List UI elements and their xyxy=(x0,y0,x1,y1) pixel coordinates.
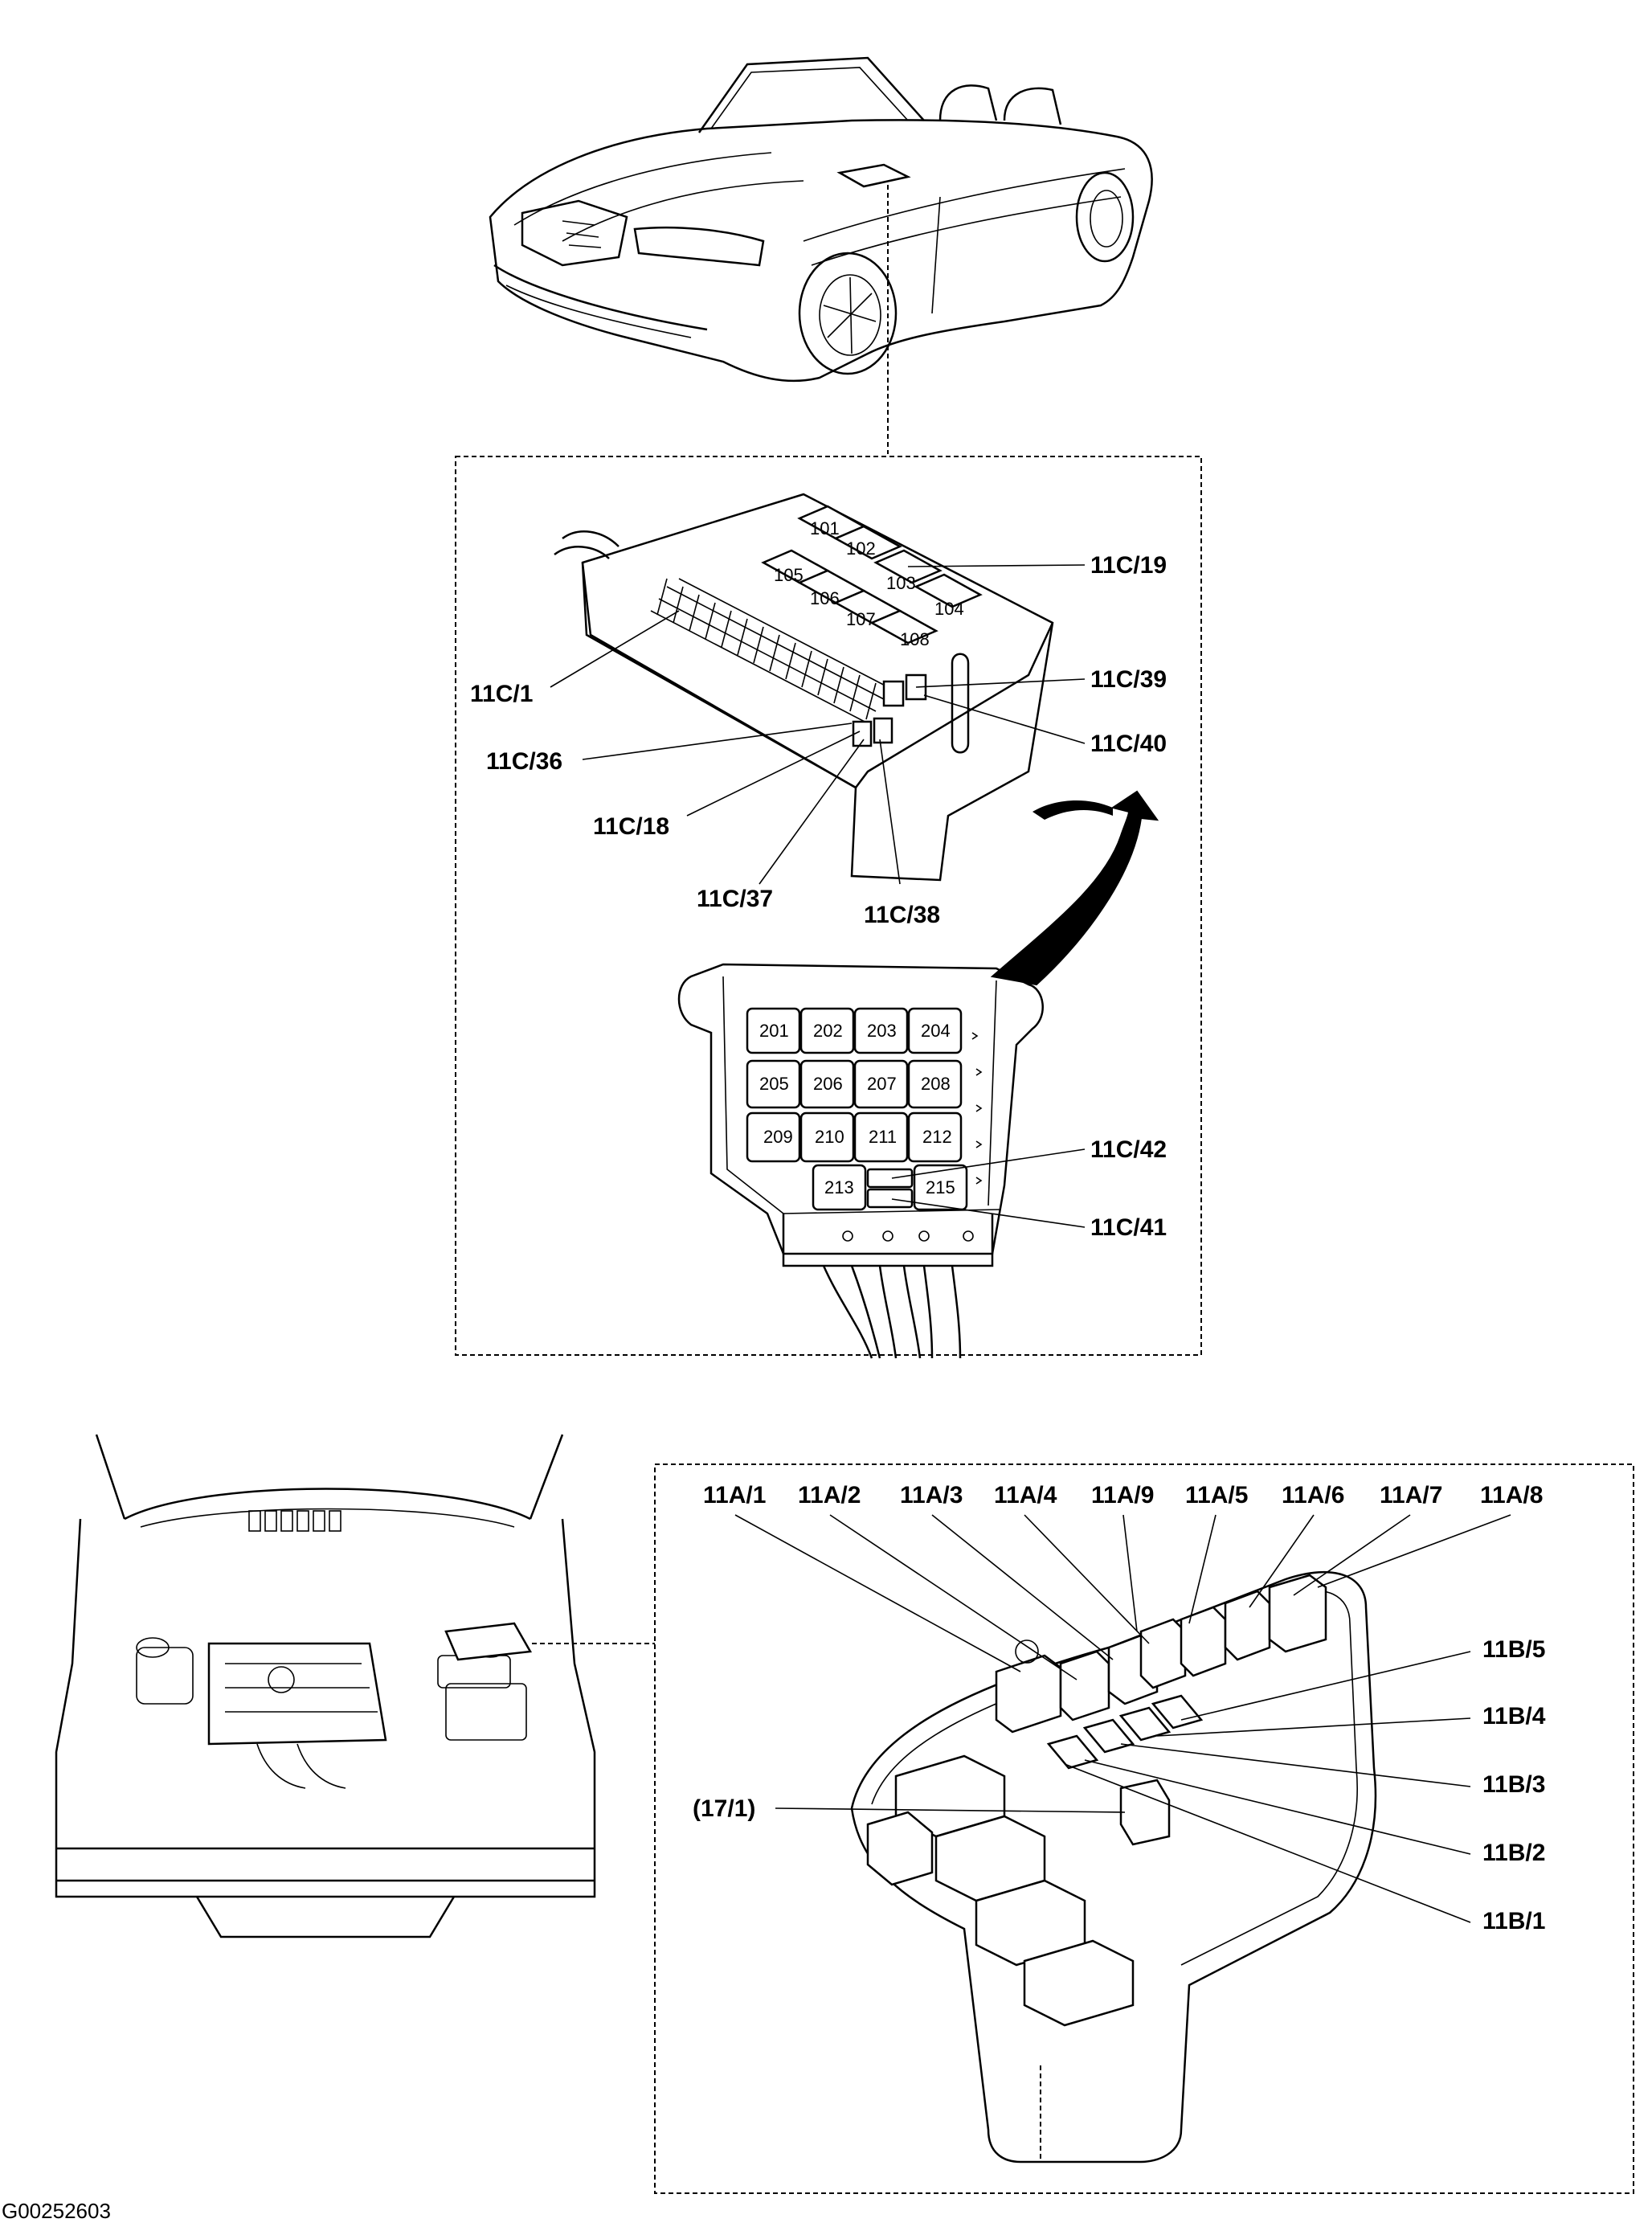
callout-11C-37: 11C/37 xyxy=(697,886,773,912)
callout-11A-6: 11A/6 xyxy=(1282,1482,1344,1508)
callout-11C-40: 11C/40 xyxy=(1090,731,1167,757)
passenger-fusebox xyxy=(554,493,1054,882)
relay-215: 215 xyxy=(926,1177,955,1197)
callout-11C-18: 11C/18 xyxy=(593,813,669,840)
callout-11B-4: 11B/4 xyxy=(1482,1703,1546,1730)
callout-11B-1: 11B/1 xyxy=(1482,1908,1545,1934)
engine-fusebox xyxy=(850,1570,1377,2163)
engine-fusebox-detail-frame xyxy=(654,1463,1634,2194)
figure-id: G00252603 xyxy=(2,2199,111,2223)
relay-204: 204 xyxy=(921,1021,951,1041)
callout-11C-39: 11C/39 xyxy=(1090,666,1167,693)
relay-107: 107 xyxy=(846,609,876,629)
callout-11B-5: 11B/5 xyxy=(1482,1636,1545,1663)
callout-11A-1: 11A/1 xyxy=(703,1482,766,1508)
relay-210: 210 xyxy=(815,1127,844,1147)
callout-11B-3: 11B/3 xyxy=(1482,1771,1545,1798)
callout-11A-8: 11A/8 xyxy=(1480,1482,1543,1508)
callout-11A-4: 11A/4 xyxy=(994,1482,1057,1508)
relay-105: 105 xyxy=(774,565,804,585)
relay-101: 101 xyxy=(810,518,840,538)
relay-208: 208 xyxy=(921,1074,951,1094)
upper-callout-leaders xyxy=(550,564,1086,885)
engine-bay-illustration xyxy=(55,1434,655,1938)
callout-11A-2: 11A/2 xyxy=(798,1482,861,1508)
relay-108: 108 xyxy=(900,629,930,649)
lower-callout-leaders xyxy=(891,1148,1086,1228)
callout-11C-38: 11C/38 xyxy=(864,902,940,928)
relay-202: 202 xyxy=(813,1021,843,1041)
callout-11C-36: 11C/36 xyxy=(486,748,562,775)
relay-211: 211 xyxy=(869,1127,897,1147)
callout-17-1: (17/1) xyxy=(693,1795,755,1822)
relay-212: 212 xyxy=(922,1127,952,1147)
relay-103: 103 xyxy=(886,573,916,593)
relay-207: 207 xyxy=(867,1074,897,1094)
relay-205: 205 xyxy=(759,1074,789,1094)
relay-209: 209 xyxy=(763,1127,793,1147)
callout-11C-41: 11C/41 xyxy=(1090,1214,1167,1241)
relay-213: 213 xyxy=(824,1177,854,1197)
upper-detail-frame xyxy=(455,456,1202,1356)
callout-11A-9: 11A/9 xyxy=(1091,1482,1154,1508)
relay-102: 102 xyxy=(846,538,876,559)
relay-206: 206 xyxy=(813,1074,843,1094)
relay-104: 104 xyxy=(934,599,964,619)
relay-box-underside xyxy=(677,963,1044,1359)
convertible-car-illustration xyxy=(489,56,1153,454)
engine-callout-leaders xyxy=(734,1514,1511,1923)
callout-11A-5: 11A/5 xyxy=(1185,1482,1248,1508)
relay-201: 201 xyxy=(759,1021,789,1041)
callout-11A-7: 11A/7 xyxy=(1380,1482,1442,1508)
callout-11C-42: 11C/42 xyxy=(1090,1136,1167,1163)
callout-11C-1: 11C/1 xyxy=(470,681,533,707)
callout-11A-3: 11A/3 xyxy=(900,1482,963,1508)
flip-arrow xyxy=(990,790,1159,986)
relay-203: 203 xyxy=(867,1021,897,1041)
callout-11B-2: 11B/2 xyxy=(1482,1840,1545,1866)
relay-106: 106 xyxy=(810,588,840,608)
callout-11C-19: 11C/19 xyxy=(1090,552,1167,579)
